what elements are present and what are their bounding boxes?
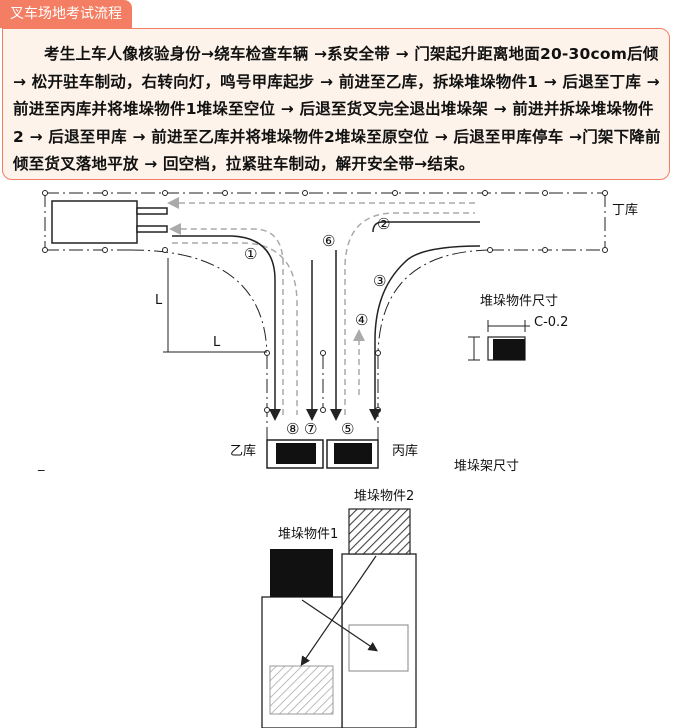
stack-piece-2-label: 堆垛物件2 xyxy=(354,489,414,504)
piece-size-block xyxy=(493,339,525,360)
piece-size-title: 堆垛物件尺寸 xyxy=(480,294,558,309)
dimension-L-vertical: L xyxy=(155,293,163,308)
rack-size-title: 堆垛架尺寸 xyxy=(454,459,519,474)
stack-piece-2 xyxy=(348,508,411,555)
rack-items xyxy=(276,443,372,464)
stray-dash: _ xyxy=(37,457,45,472)
procedure-box: 考生上车人像核验身份→绕车检查车辆 →系安全带 → 门架起升距离地面20-30c… xyxy=(2,28,670,180)
route-gray xyxy=(167,197,475,415)
route-dark xyxy=(172,221,481,421)
route-number-3: ③ xyxy=(373,272,386,290)
label-ding-ku: 丁库 xyxy=(612,202,638,218)
route-number-1: ① xyxy=(244,245,257,263)
procedure-text: 考生上车人像核验身份→绕车检查车辆 →系安全带 → 门架起升距离地面20-30c… xyxy=(13,45,661,173)
route-number-7: ⑦ xyxy=(304,420,317,438)
swap-arrows xyxy=(300,555,378,666)
route-number-5: ⑤ xyxy=(341,420,354,438)
piece-size-dim: C-0.2 xyxy=(534,315,568,330)
route-number-2: ② xyxy=(377,215,390,233)
label-bing-ku: 丙库 xyxy=(392,443,418,459)
empty-slot-lower xyxy=(269,665,334,715)
forklift-start xyxy=(51,200,168,244)
route-number-6: ⑥ xyxy=(322,232,335,250)
route-number-4: ④ xyxy=(355,311,368,329)
dimension-L-horizontal: L xyxy=(213,335,221,350)
page-title: 叉车场地考试流程 xyxy=(0,0,132,28)
stack-piece-1 xyxy=(270,549,333,597)
dimension-L xyxy=(163,258,267,353)
empty-slot-upper xyxy=(348,624,409,672)
stack-piece-1-label: 堆垛物件1 xyxy=(278,527,338,542)
route-number-8: ⑧ xyxy=(286,420,299,438)
label-yi-ku: 乙库 xyxy=(230,443,256,459)
